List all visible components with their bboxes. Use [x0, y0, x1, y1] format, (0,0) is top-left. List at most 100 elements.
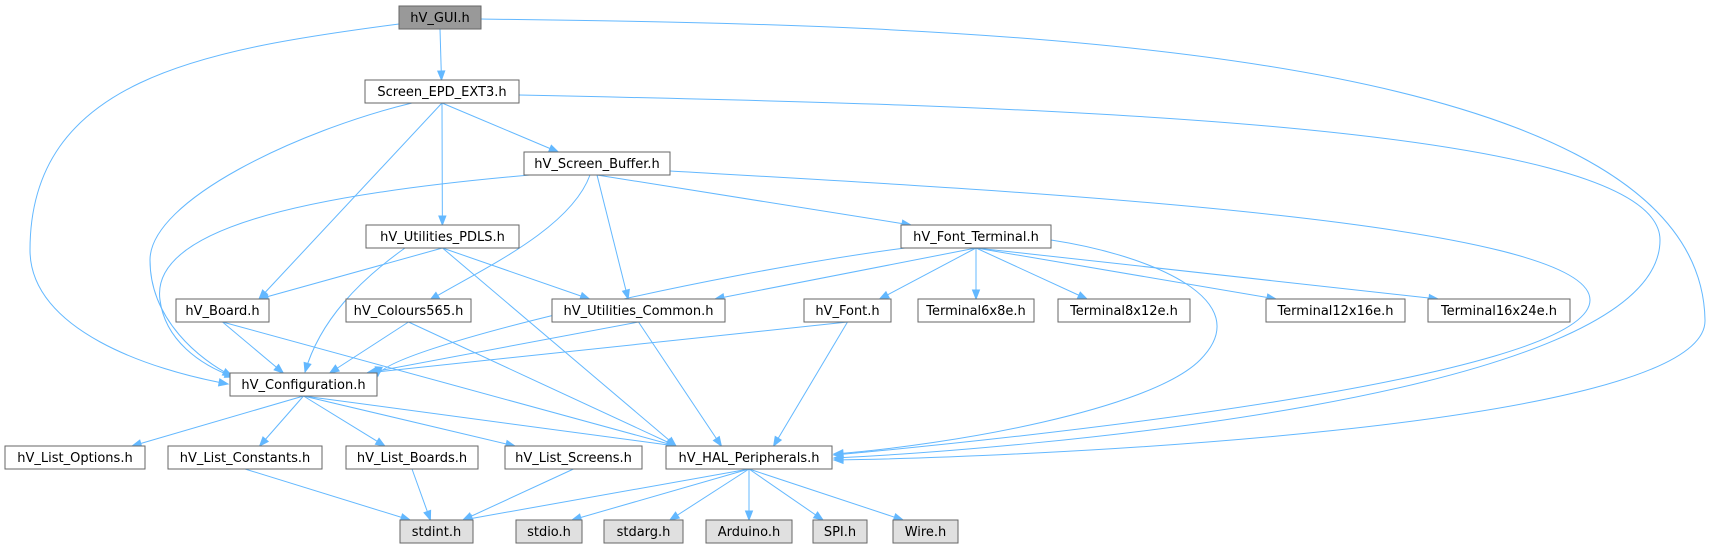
node-box	[705, 519, 793, 544]
node-t16[interactable]: Terminal16x24e.h	[1427, 298, 1571, 323]
edge-arrowhead	[878, 290, 891, 300]
node-arduino: Arduino.h	[705, 519, 793, 544]
node-label: hV_List_Constants.h	[180, 451, 310, 466]
edge-line	[149, 102, 413, 377]
edge-arrowhead	[971, 289, 981, 301]
edge-arrowhead	[217, 378, 230, 387]
edge-board-to-config	[222, 321, 285, 374]
node-label: hV_Configuration.h	[241, 378, 365, 393]
edge-line	[303, 395, 677, 447]
node-box	[365, 224, 520, 249]
edge-line	[304, 247, 406, 373]
node-common[interactable]: hV_Utilities_Common.h	[551, 298, 726, 323]
node-t8[interactable]: Terminal8x12e.h	[1057, 298, 1191, 323]
edge-hal-to-stdarg	[668, 468, 750, 521]
node-box	[364, 79, 520, 104]
edge-line	[441, 102, 559, 153]
edge-line	[442, 247, 677, 447]
edge-arrowhead	[579, 291, 591, 300]
node-box	[892, 519, 959, 544]
node-label: hV_Board.h	[185, 304, 259, 319]
edge-line	[518, 94, 1661, 459]
node-box	[4, 445, 146, 470]
node-fontterm[interactable]: hV_Font_Terminal.h	[900, 224, 1052, 249]
node-box	[345, 298, 472, 323]
edge-gui-to-config	[29, 23, 400, 387]
node-box	[803, 298, 892, 323]
node-label: hV_List_Options.h	[17, 451, 132, 466]
node-t6[interactable]: Terminal6x8e.h	[917, 298, 1035, 323]
edge-fontterm-to-t12	[975, 247, 1278, 302]
node-buffer[interactable]: hV_Screen_Buffer.h	[523, 151, 671, 176]
node-pdls[interactable]: hV_Utilities_PDLS.h	[365, 224, 520, 249]
edge-line	[222, 321, 284, 374]
edge-arrowhead	[744, 510, 754, 522]
edge-hal-to-stdint	[461, 468, 750, 523]
edge-line	[879, 247, 977, 300]
edge-pdls-to-common	[442, 247, 591, 300]
edge-arrowhead	[812, 511, 825, 521]
node-config[interactable]: hV_Configuration.h	[229, 372, 378, 397]
edge-arrowhead	[712, 435, 723, 448]
node-label: stdio.h	[527, 525, 571, 540]
node-label: hV_GUI.h	[410, 11, 469, 26]
edge-line	[833, 239, 1218, 455]
edge-colours-to-config	[328, 321, 409, 374]
node-box	[345, 445, 479, 470]
edge-pdls-to-hal	[442, 247, 678, 447]
node-label: Terminal8x12e.h	[1069, 304, 1178, 319]
node-box	[1057, 298, 1191, 323]
node-font[interactable]: hV_Font.h	[803, 298, 892, 323]
edge-arrowhead	[258, 436, 270, 448]
edge-arrowhead	[374, 437, 387, 447]
node-label: hV_HAL_Peripherals.h	[679, 451, 820, 466]
edge-line	[596, 174, 629, 300]
edge-screens-to-stdint	[461, 468, 574, 521]
node-options[interactable]: hV_List_Options.h	[4, 445, 146, 470]
edge-boards-to-stdint	[411, 468, 432, 522]
node-label: hV_Screen_Buffer.h	[534, 157, 659, 172]
node-colours[interactable]: hV_Colours565.h	[345, 298, 472, 323]
edge-screen-to-hal	[518, 94, 1661, 462]
node-box	[1427, 298, 1571, 323]
node-label: Terminal16x24e.h	[1440, 304, 1557, 319]
node-box	[399, 519, 474, 544]
node-hal[interactable]: hV_HAL_Peripherals.h	[665, 445, 833, 470]
edge-fontterm-to-font	[878, 247, 977, 300]
edge-screen-to-buffer	[441, 102, 560, 153]
node-boards[interactable]: hV_List_Boards.h	[345, 445, 479, 470]
edge-buffer-to-common	[596, 174, 630, 301]
edge-line	[29, 23, 400, 385]
node-box	[665, 445, 833, 470]
node-label: Terminal12x16e.h	[1276, 304, 1393, 319]
edge-pdls-to-board	[257, 247, 443, 301]
edge-arrowhead	[423, 509, 432, 522]
edge-line	[773, 321, 848, 447]
node-box	[398, 5, 482, 30]
edge-line	[258, 102, 443, 300]
edge-hal-to-spi	[748, 468, 825, 521]
node-box	[175, 298, 270, 323]
edge-config-to-options	[130, 395, 304, 448]
node-screens[interactable]: hV_List_Screens.h	[504, 445, 643, 470]
edge-arrowhead	[832, 449, 844, 458]
edge-line	[442, 247, 590, 300]
edge-arrowhead	[547, 144, 560, 153]
node-constants[interactable]: hV_List_Constants.h	[167, 445, 323, 470]
edge-line	[408, 321, 677, 447]
edge-line	[131, 395, 304, 447]
node-t12[interactable]: Terminal12x16e.h	[1265, 298, 1406, 323]
node-stdint: stdint.h	[399, 519, 474, 544]
node-screen[interactable]: Screen_EPD_EXT3.h	[364, 79, 520, 104]
edge-arrowhead	[892, 512, 905, 522]
node-board[interactable]: hV_Board.h	[175, 298, 270, 323]
node-box	[504, 445, 643, 470]
node-box	[812, 519, 868, 544]
edge-arrowhead	[1076, 291, 1089, 300]
edge-line	[571, 468, 750, 521]
node-box	[917, 298, 1035, 323]
edge-arrowhead	[438, 215, 447, 227]
node-label: hV_List_Screens.h	[515, 451, 632, 466]
edge-constants-to-stdint	[244, 468, 412, 522]
edge-hal-to-stdio	[570, 468, 750, 522]
